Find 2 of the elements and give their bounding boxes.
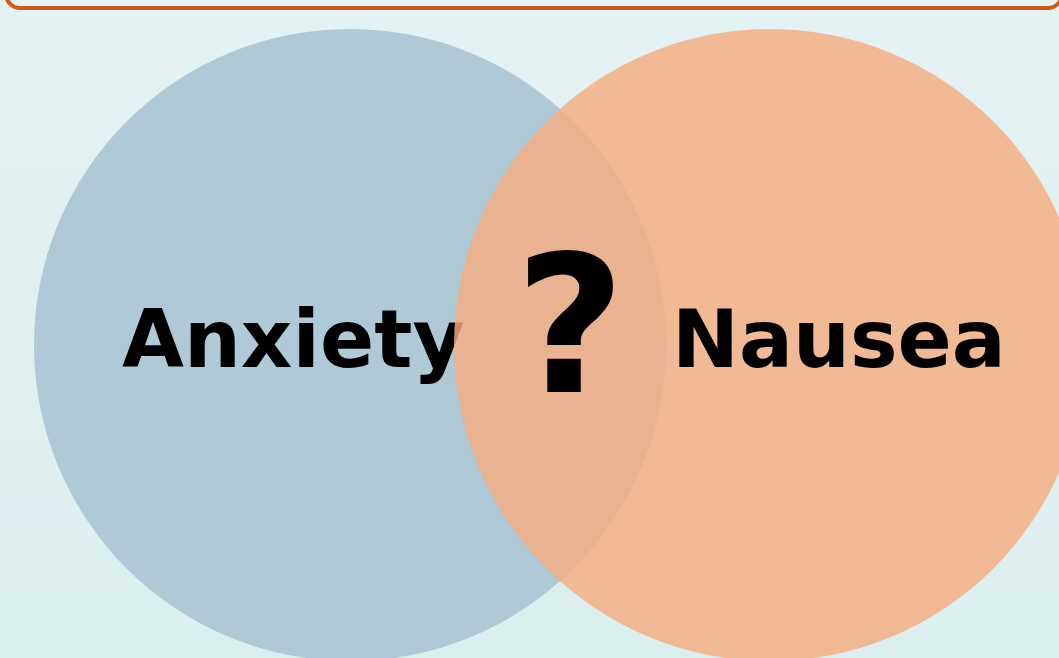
question-mark-label: ? <box>515 232 626 422</box>
set-label: Nausea <box>672 300 1006 380</box>
